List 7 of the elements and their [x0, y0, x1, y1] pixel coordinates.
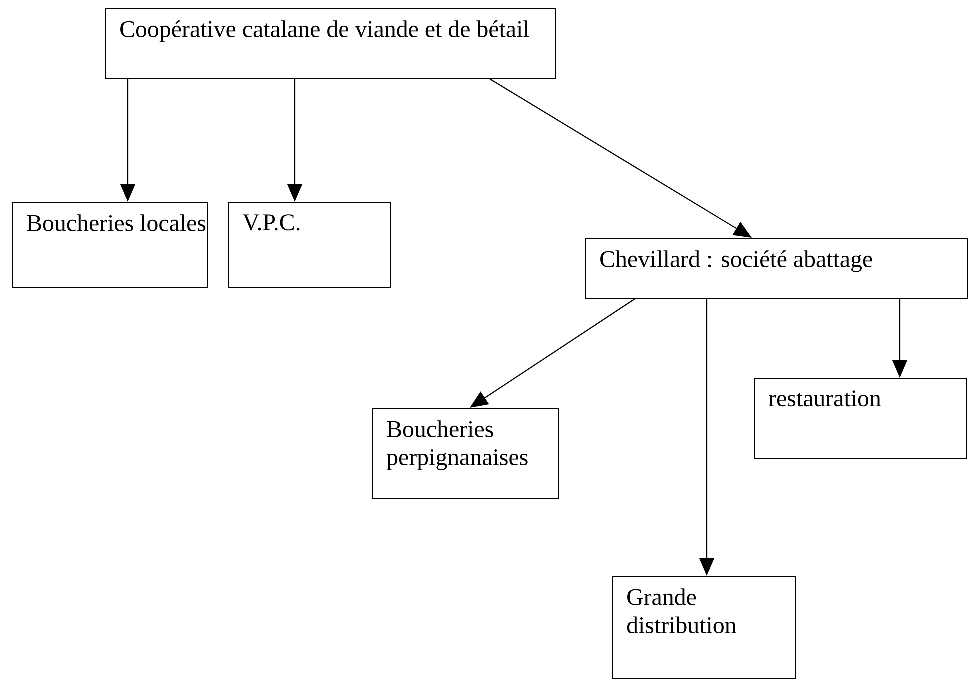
process-box: Boucheries locales — [12, 202, 208, 288]
process-box: restauration — [754, 378, 968, 460]
process-box: Chevillard : société abattage — [585, 238, 968, 300]
process-box: Coopérative catalane de viande et de bétail — [105, 8, 556, 80]
process-box: Boucheries perpignanaises — [372, 408, 560, 500]
process-box: V.P.C. — [228, 202, 392, 288]
process-box: Grande distribution — [612, 576, 796, 680]
